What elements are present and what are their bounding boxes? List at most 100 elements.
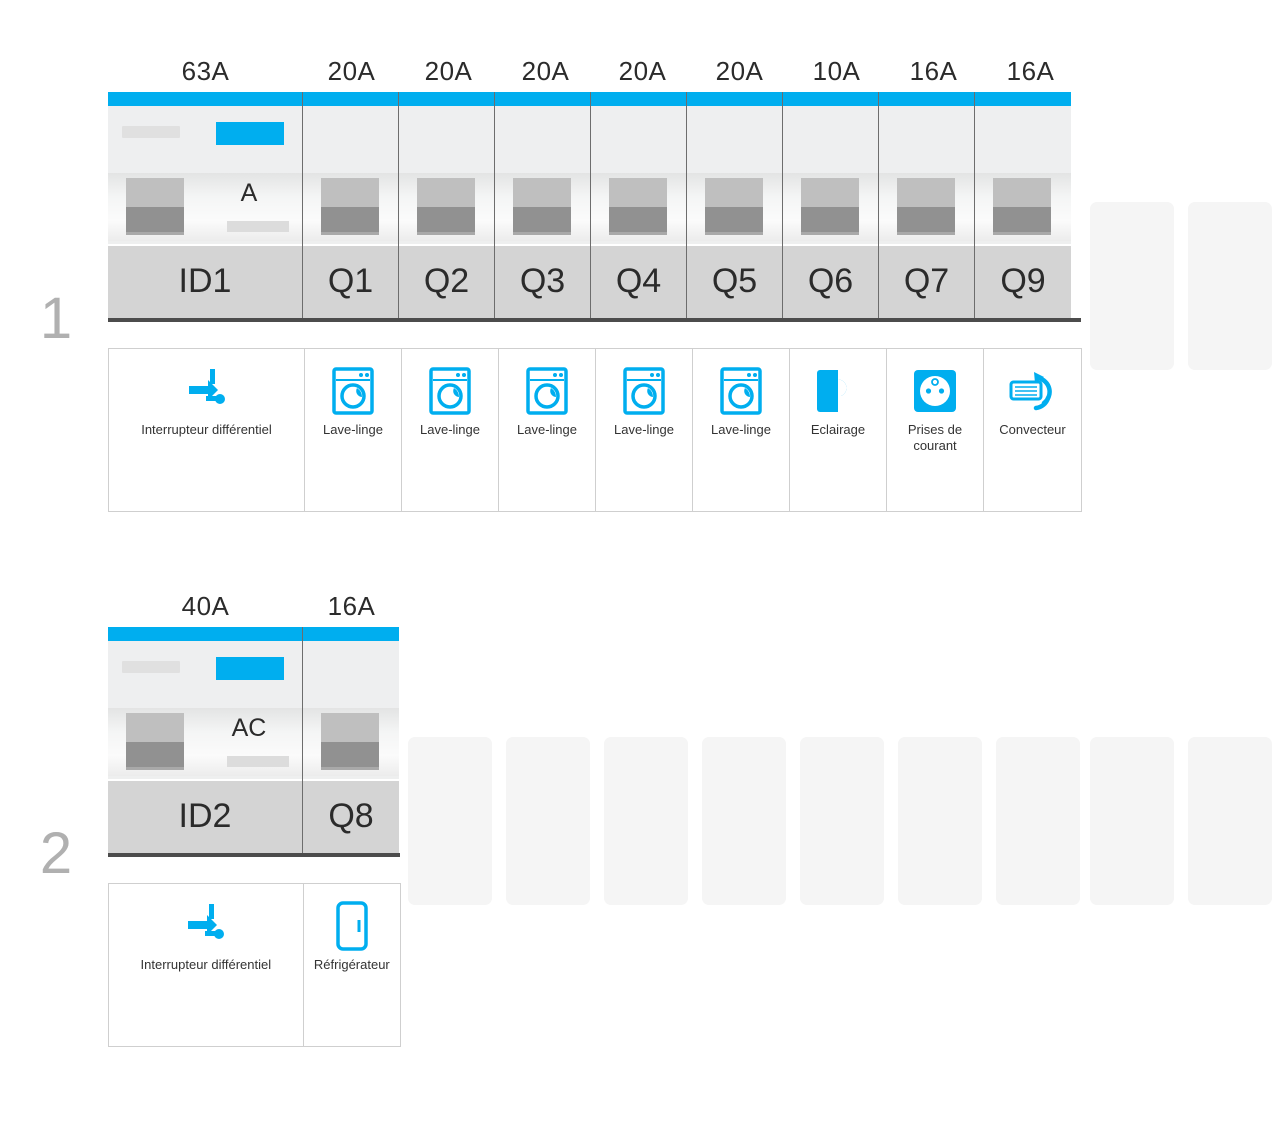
module-Q8[interactable]: Q8: [303, 627, 399, 853]
lever-base: [705, 232, 763, 235]
legend-row-1: Interrupteur différentiel Lave-linge: [108, 348, 1082, 512]
legend-cell-Q1[interactable]: Lave-linge: [305, 349, 402, 511]
module-type-bar: [227, 756, 289, 767]
lever-base: [126, 767, 184, 770]
toggle-lever[interactable]: [801, 178, 859, 235]
legend-label: Interrupteur différentiel: [140, 957, 272, 972]
empty-slot[interactable]: [800, 737, 884, 905]
empty-slot[interactable]: [1188, 737, 1272, 905]
din-rail: [108, 318, 1081, 322]
legend-cell-Q2[interactable]: Lave-linge: [402, 349, 499, 511]
amperage-label: 20A: [618, 56, 667, 86]
toggle-lever[interactable]: [417, 178, 475, 235]
test-button[interactable]: [216, 122, 284, 145]
lever-upper: [126, 713, 184, 742]
lever-lower: [126, 207, 184, 232]
legend-cell-ID2[interactable]: Interrupteur différentiel: [109, 884, 304, 1046]
module-label-strip: [122, 661, 180, 673]
module-top-bar: [975, 92, 1071, 106]
module-top-bar: [687, 92, 782, 106]
washing-machine-icon: [596, 363, 692, 419]
toggle-lever[interactable]: [321, 713, 379, 770]
washing-machine-icon: [693, 363, 789, 419]
refrigerator-icon: [304, 898, 400, 954]
lever-upper: [801, 178, 859, 207]
legend-cell-Q3[interactable]: Lave-linge: [499, 349, 596, 511]
empty-slot[interactable]: [604, 737, 688, 905]
legend-cell-Q9[interactable]: Convecteur: [984, 349, 1081, 511]
amperage-label: 20A: [327, 56, 376, 86]
legend-label: Lave-linge: [420, 422, 480, 437]
module-Q6[interactable]: Q6: [783, 92, 879, 318]
module-body: [783, 106, 878, 241]
module-reference-label: Q1: [303, 244, 398, 318]
legend-cell-Q6[interactable]: Eclairage: [790, 349, 887, 511]
differential-switch-icon: [109, 363, 304, 419]
module-body: [303, 106, 398, 241]
legend-cell-ID1[interactable]: Interrupteur différentiel: [109, 349, 305, 511]
lever-base: [993, 232, 1051, 235]
module-reference-label: Q7: [879, 244, 974, 318]
test-button[interactable]: [216, 657, 284, 680]
toggle-lever[interactable]: [126, 178, 184, 235]
module-reference-label: Q6: [783, 244, 878, 318]
lever-base: [801, 232, 859, 235]
legend-cell-Q8[interactable]: Réfrigérateur: [303, 884, 400, 1046]
empty-slot[interactable]: [702, 737, 786, 905]
lever-lower: [993, 207, 1051, 232]
lever-lower: [609, 207, 667, 232]
module-Q2[interactable]: Q2: [399, 92, 495, 318]
washing-machine-icon: [499, 363, 595, 419]
module-top-bar: [591, 92, 686, 106]
differential-switch-icon: [109, 898, 303, 954]
toggle-lever[interactable]: [705, 178, 763, 235]
empty-slot[interactable]: [506, 737, 590, 905]
legend-cell-Q5[interactable]: Lave-linge: [693, 349, 790, 511]
amperage-label: 10A: [812, 56, 861, 86]
lever-lower: [513, 207, 571, 232]
washing-machine-icon: [402, 363, 498, 419]
amperage-label: 40A: [181, 591, 230, 621]
module-ID1[interactable]: A ID1: [108, 92, 303, 318]
empty-slot[interactable]: [408, 737, 492, 905]
toggle-lever[interactable]: [993, 178, 1051, 235]
lever-upper: [126, 178, 184, 207]
legend-cell-Q7[interactable]: Prises de courant: [887, 349, 984, 511]
empty-slot[interactable]: [1090, 737, 1174, 905]
legend-label: Lave-linge: [517, 422, 577, 437]
module-body: [591, 106, 686, 241]
lever-lower: [321, 742, 379, 767]
toggle-lever[interactable]: [609, 178, 667, 235]
module-type-marking: AC: [231, 714, 267, 742]
module-top-bar: [108, 92, 302, 106]
module-Q3[interactable]: Q3: [495, 92, 591, 318]
lever-lower: [705, 207, 763, 232]
module-Q7[interactable]: Q7: [879, 92, 975, 318]
toggle-lever[interactable]: [897, 178, 955, 235]
module-reference-label: Q5: [687, 244, 782, 318]
module-top-bar: [108, 627, 302, 641]
empty-slot[interactable]: [1090, 202, 1174, 370]
breaker-bank-row-2: AC ID2 Q8: [108, 627, 399, 853]
legend-cell-Q4[interactable]: Lave-linge: [596, 349, 693, 511]
amperage-label: 16A: [1006, 56, 1055, 86]
empty-slot[interactable]: [898, 737, 982, 905]
module-Q1[interactable]: Q1: [303, 92, 399, 318]
lever-upper: [897, 178, 955, 207]
module-body: [975, 106, 1071, 241]
module-Q4[interactable]: Q4: [591, 92, 687, 318]
lever-base: [609, 232, 667, 235]
legend-label: Interrupteur différentiel: [141, 422, 272, 437]
amperage-label: 16A: [909, 56, 958, 86]
module-Q9[interactable]: Q9: [975, 92, 1071, 318]
toggle-lever[interactable]: [513, 178, 571, 235]
row-number-2: 2: [39, 821, 73, 886]
lever-lower: [321, 207, 379, 232]
toggle-lever[interactable]: [321, 178, 379, 235]
empty-slot[interactable]: [1188, 202, 1272, 370]
module-Q5[interactable]: Q5: [687, 92, 783, 318]
toggle-lever[interactable]: [126, 713, 184, 770]
module-top-bar: [303, 92, 398, 106]
module-ID2[interactable]: AC ID2: [108, 627, 303, 853]
empty-slot[interactable]: [996, 737, 1080, 905]
